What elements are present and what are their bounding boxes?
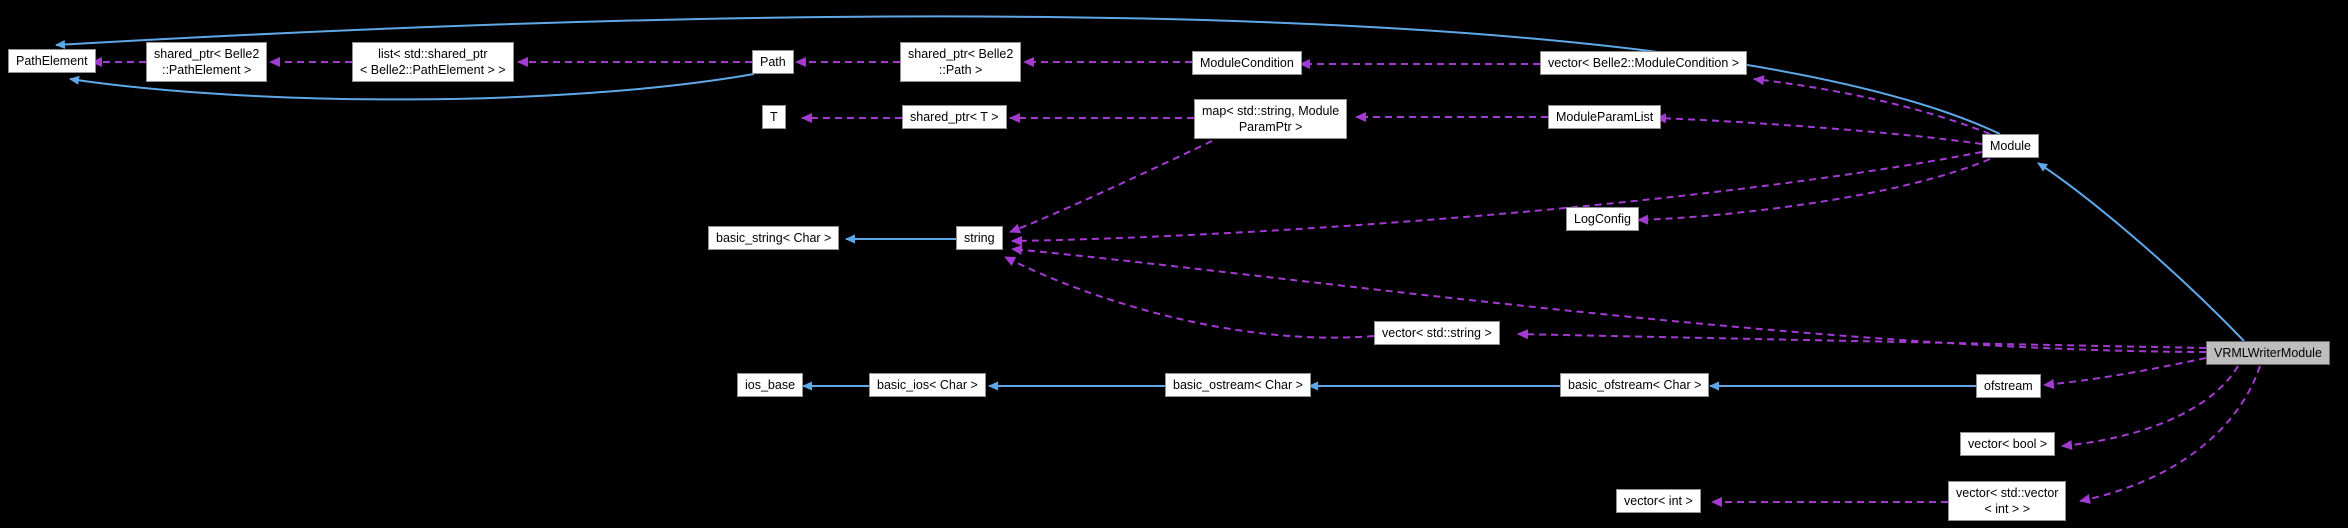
edge-module-to-string xyxy=(1011,151,1983,246)
edge-module-to-path-element xyxy=(55,15,2001,135)
node-module[interactable]: Module xyxy=(1982,134,2039,158)
node-string[interactable]: string xyxy=(956,226,1003,250)
node-vrml-writer-module[interactable]: VRMLWriterModule xyxy=(2206,341,2330,365)
edge-module-to-vec-module-condition xyxy=(1753,75,1991,135)
edge-vrml-writer-module-to-string xyxy=(1011,244,2207,353)
node-t[interactable]: T xyxy=(762,105,786,129)
node-sp-t[interactable]: shared_ptr< T > xyxy=(902,105,1007,129)
edge-module-to-module-param-list xyxy=(1655,113,1983,145)
node-map-param[interactable]: map< std::string, Module ParamPtr > xyxy=(1194,99,1348,139)
edge-vrml-writer-module-to-module xyxy=(2037,162,2245,342)
edge-vrml-writer-module-to-ofstream xyxy=(2043,357,2207,389)
node-vec-bool[interactable]: vector< bool > xyxy=(1960,432,2056,456)
node-vec-vec-int[interactable]: vector< std::vector < int > > xyxy=(1948,481,2067,521)
node-basic-string[interactable]: basic_string< Char > xyxy=(708,226,840,250)
node-path[interactable]: Path xyxy=(752,50,794,74)
node-vec-module-condition[interactable]: vector< Belle2::ModuleCondition > xyxy=(1540,51,1748,75)
node-basic-ios[interactable]: basic_ios< Char > xyxy=(869,373,986,397)
node-sp-path[interactable]: shared_ptr< Belle2 ::Path > xyxy=(900,42,1022,82)
node-vec-string[interactable]: vector< std::string > xyxy=(1374,321,1500,345)
node-vec-int[interactable]: vector< int > xyxy=(1616,489,1701,513)
edge-map-param-to-string xyxy=(1009,140,1213,234)
node-sp-path-element[interactable]: shared_ptr< Belle2 ::PathElement > xyxy=(146,42,268,82)
edge-vrml-writer-module-to-vec-string xyxy=(1517,329,2207,349)
node-ofstream[interactable]: ofstream xyxy=(1976,374,2041,398)
edge-vec-string-to-string xyxy=(1004,256,1375,339)
node-module-condition[interactable]: ModuleCondition xyxy=(1192,51,1302,75)
edge-vrml-writer-module-to-vec-vec-int xyxy=(2079,365,2261,504)
node-path-element[interactable]: PathElement xyxy=(8,49,96,73)
node-list-sp-path-element[interactable]: list< std::shared_ptr < Belle2::PathElem… xyxy=(352,42,514,82)
node-log-config[interactable]: LogConfig xyxy=(1566,207,1639,231)
node-module-param-list[interactable]: ModuleParamList xyxy=(1548,105,1662,129)
node-basic-ostream[interactable]: basic_ostream< Char > xyxy=(1165,373,1311,397)
edge-module-to-log-config xyxy=(1637,158,1991,225)
node-ios-base[interactable]: ios_base xyxy=(737,373,804,397)
edge-vrml-writer-module-to-vec-bool xyxy=(2061,365,2239,451)
node-basic-ofstream[interactable]: basic_ofstream< Char > xyxy=(1560,373,1710,397)
